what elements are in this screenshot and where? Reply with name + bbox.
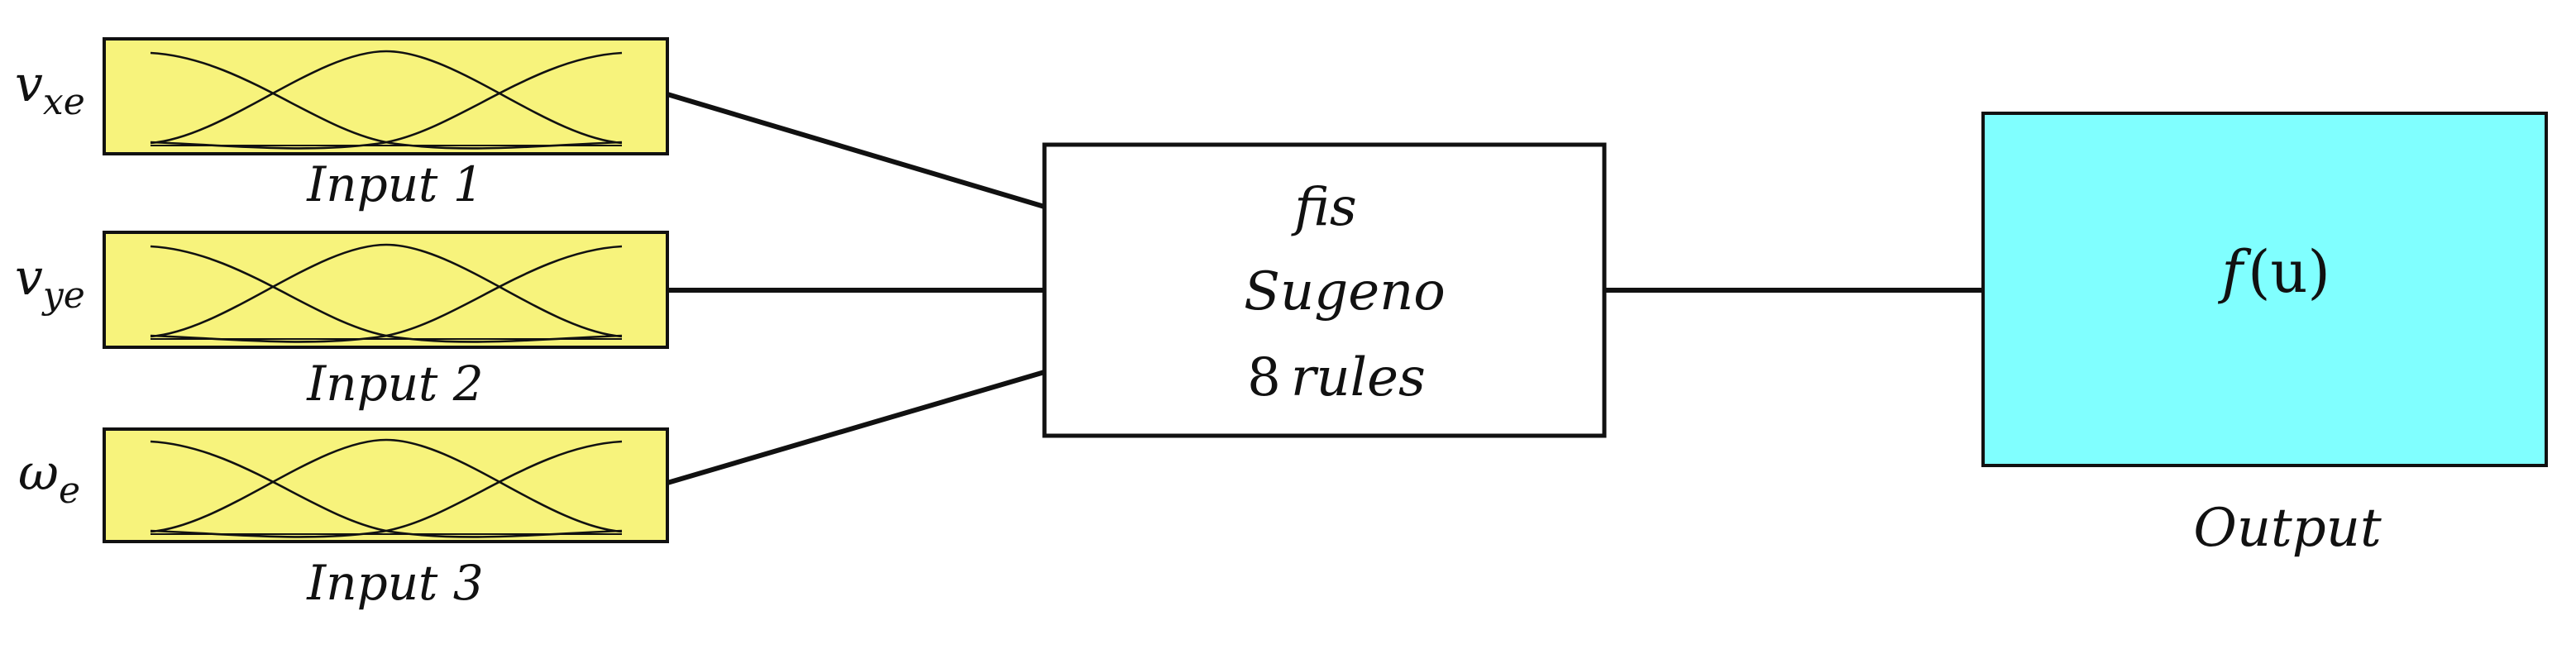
membership-functions-icon <box>150 438 623 538</box>
input-2-box <box>103 231 669 349</box>
input-3-box <box>103 427 669 543</box>
output-box <box>1981 112 2548 467</box>
output-caption: Output <box>2193 498 2382 559</box>
input-1-group: vxe Input 1 <box>15 37 669 212</box>
input-2-group: vye Input 2 <box>15 231 669 412</box>
input-3-variable: ωe <box>18 444 80 512</box>
connector-input-1-to-fis <box>667 92 1045 209</box>
input-1-caption: Input 1 <box>306 156 483 212</box>
input-3-caption: Input 3 <box>306 555 483 611</box>
input-3-group: ωe Input 3 <box>18 427 669 611</box>
fis-label: fis <box>1291 177 1357 238</box>
input-2-caption: Input 2 <box>306 356 483 412</box>
connector-input-3-to-fis <box>667 370 1045 485</box>
input-2-variable: vye <box>15 249 85 317</box>
output-block: f(u) Output <box>1981 112 2548 559</box>
fis-box <box>1042 142 1607 438</box>
input-1-box <box>103 37 669 155</box>
output-function-label: f(u) <box>2217 238 2330 306</box>
membership-functions-icon <box>150 50 623 150</box>
input-1-variable: vxe <box>15 55 85 123</box>
fis-type-label: Sugeno <box>1244 261 1446 322</box>
membership-functions-icon <box>150 243 623 343</box>
